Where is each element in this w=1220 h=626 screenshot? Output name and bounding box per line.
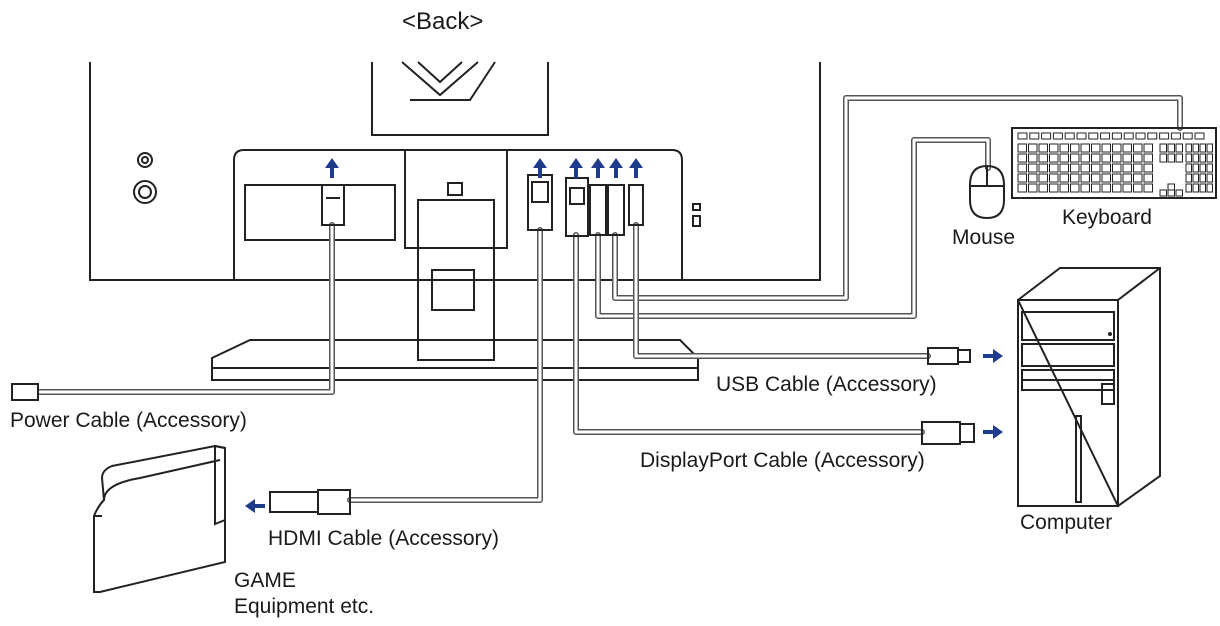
displayport-port-arrow: [569, 158, 583, 178]
hdmi-port-arrow: [533, 158, 547, 178]
displayport-out-arrow: [983, 425, 1003, 439]
connection-arrows: [245, 158, 1003, 513]
power-cable: [11, 184, 345, 401]
game-equipment-label-line2: Equipment etc.: [234, 595, 375, 618]
displayport-cable: [565, 177, 975, 445]
hdmi-cable-label: HDMI Cable (Accessory): [268, 527, 500, 550]
computer-illustration: [1016, 267, 1161, 508]
power-port-arrow: [325, 158, 339, 178]
usb-port-arrow-3: [629, 158, 643, 178]
keyboard-illustration: [1011, 127, 1217, 199]
power-cable-label: Power Cable (Accessory): [10, 409, 247, 432]
hdmi-out-arrow: [245, 499, 265, 513]
game-equipment-illustration: [93, 444, 226, 593]
mouse-illustration: [969, 164, 1005, 220]
usb-out-arrow: [983, 349, 1003, 363]
usb-upstream-cable: [633, 222, 971, 365]
computer-label: Computer: [1020, 511, 1113, 534]
game-equipment-label-line1: GAME: [234, 569, 296, 592]
monitor-back: [89, 61, 821, 281]
hdmi-cable: [269, 174, 553, 515]
usb-plugs: [589, 184, 644, 236]
page-title: <Back>: [402, 8, 484, 35]
usb-port-arrow-1: [591, 158, 605, 178]
usb-cable-label: USB Cable (Accessory): [716, 373, 937, 396]
usb-mouse-cable: [595, 137, 991, 319]
mouse-label: Mouse: [952, 226, 1016, 249]
displayport-cable-label: DisplayPort Cable (Accessory): [640, 449, 925, 472]
usb-port-arrow-2: [609, 158, 623, 178]
usb-keyboard-cable: [612, 95, 1183, 301]
keyboard-label: Keyboard: [1062, 206, 1152, 229]
